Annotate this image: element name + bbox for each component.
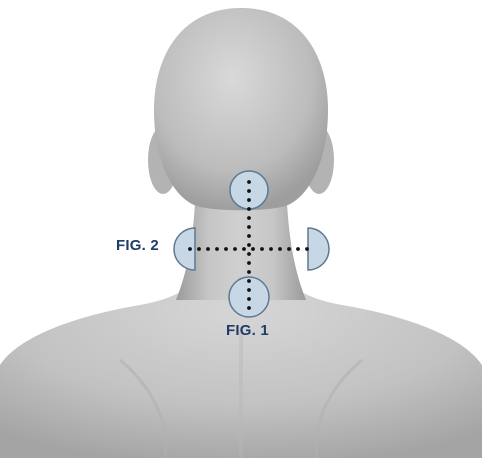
dot <box>247 225 251 229</box>
dot <box>269 247 273 251</box>
marker-right-neck <box>308 228 329 270</box>
dot <box>278 247 282 251</box>
dot <box>247 288 251 292</box>
dot <box>215 247 219 251</box>
dotted-line-vertical <box>247 180 251 310</box>
dot <box>247 261 251 265</box>
dot <box>224 247 228 251</box>
dot <box>247 252 251 256</box>
dot <box>233 247 237 251</box>
dot <box>197 247 201 251</box>
dot <box>260 247 264 251</box>
dot <box>247 279 251 283</box>
dot <box>247 306 251 310</box>
fig-2-label: FIG. 2 <box>116 237 159 254</box>
dot <box>247 198 251 202</box>
dot <box>247 234 251 238</box>
dot <box>247 270 251 274</box>
dot <box>247 180 251 184</box>
dot <box>247 297 251 301</box>
dot <box>247 216 251 220</box>
dot <box>251 247 255 251</box>
fig-1-label: FIG. 1 <box>226 322 269 339</box>
dot <box>305 247 309 251</box>
dot <box>247 207 251 211</box>
dot <box>287 247 291 251</box>
dot <box>188 247 192 251</box>
dot <box>247 243 251 247</box>
dot <box>247 189 251 193</box>
marker-lower-neck <box>229 277 269 317</box>
dot <box>296 247 300 251</box>
dot <box>242 247 246 251</box>
dot <box>206 247 210 251</box>
